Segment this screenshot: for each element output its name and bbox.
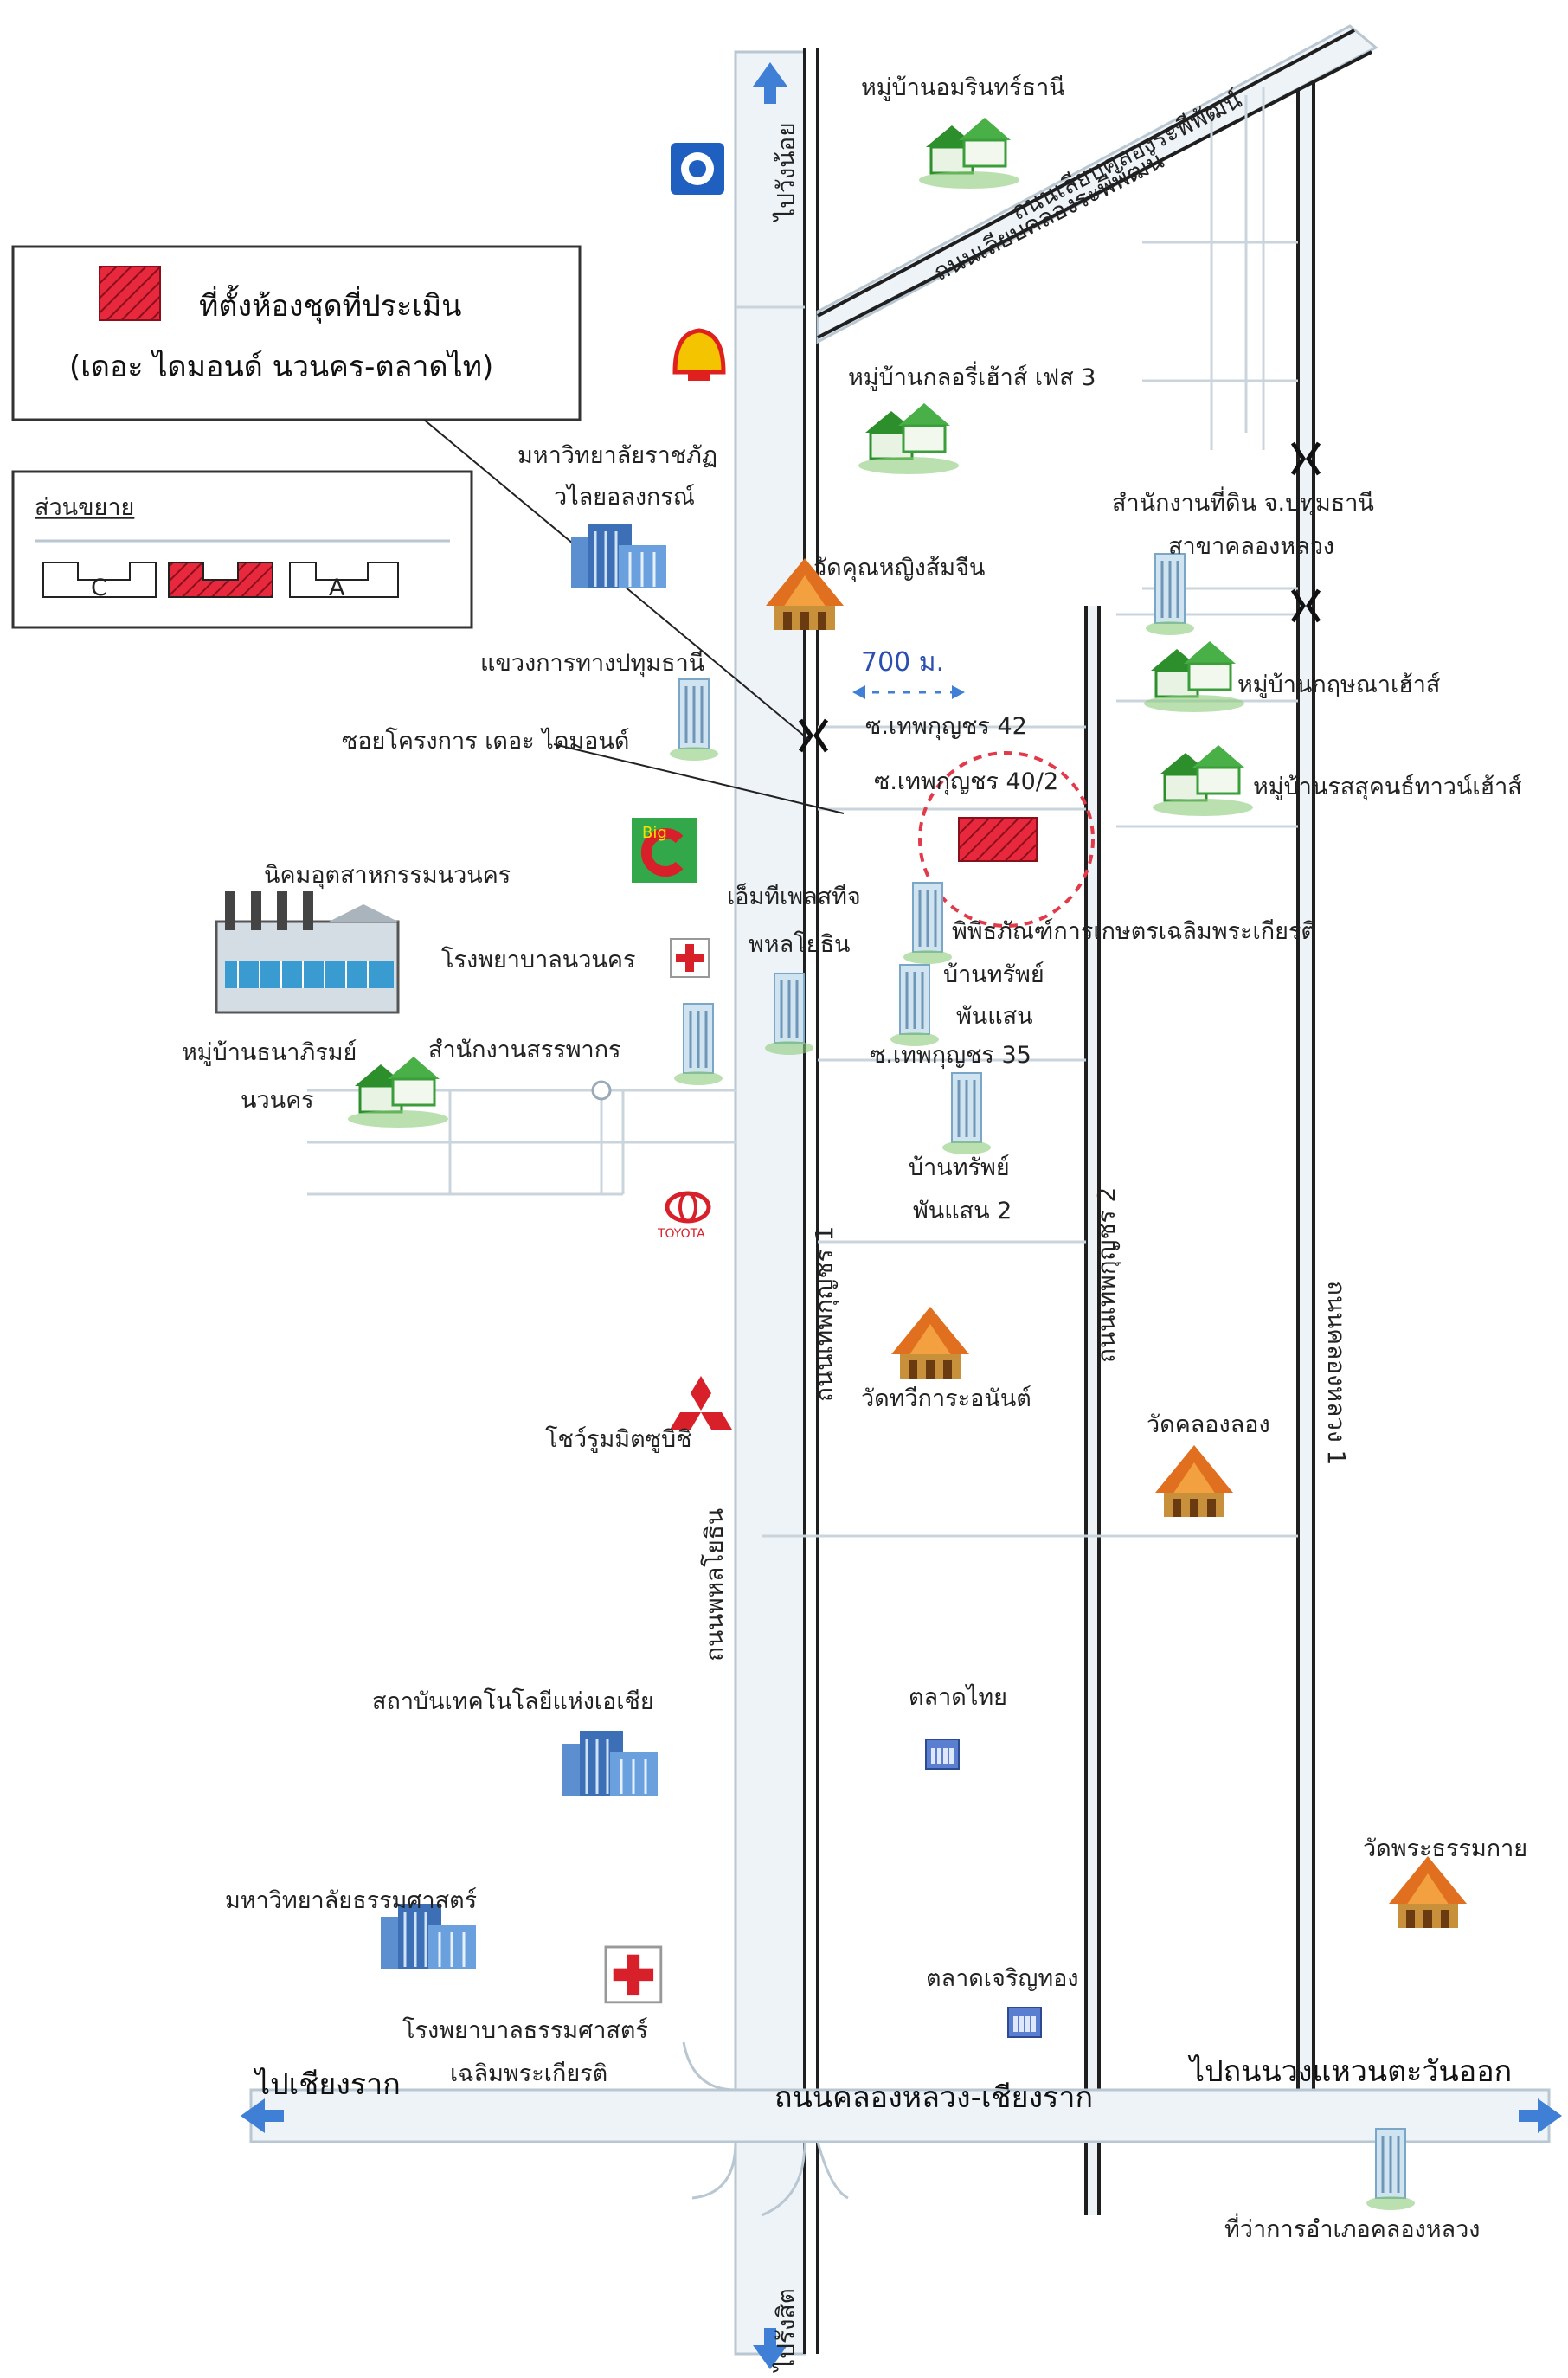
- direction-arrows: [241, 62, 1562, 2369]
- legend-box: ที่ตั้งห้องชุดที่ประเมิน (เดอะ ไดมอนด์ น…: [11, 245, 582, 421]
- temple-icon: [891, 1307, 969, 1379]
- office-tower-icon: [1144, 552, 1196, 637]
- to-wang-noi-label: ไปวังน้อย: [772, 122, 800, 222]
- thep-kunchorn-2-label: ถนนเทพกุญชร 2: [1092, 1187, 1121, 1363]
- label-mitsubishi: โชว์รูมมิตซูบิชิ: [545, 1425, 691, 1453]
- to-ring-road-label: ไปถนนวงแหวนตะวันออก: [1187, 2054, 1512, 2089]
- extension-title: ส่วนขยาย: [35, 494, 134, 521]
- site-marker: [958, 817, 1038, 862]
- site-legend-swatch: [99, 266, 161, 321]
- office-tower-icon: [668, 678, 720, 762]
- site-radius-ring: [918, 751, 1095, 928]
- legend-site-label: ที่ตั้งห้องชุดที่ประเมิน: [199, 285, 461, 324]
- khlong-luang-chiang-rak-label: ถนนคลองหลวง-เชียงราก: [774, 2080, 1093, 2115]
- toyota-logo-icon: TOYOTA: [657, 1191, 711, 1241]
- soi-40-2-label: ซ.เทพกุญชร 40/2: [874, 768, 1058, 796]
- factory-icon: [215, 891, 400, 1014]
- label-amarin: หมู่บ้านอมรินทร์ธานี: [861, 74, 1065, 101]
- house-cluster-icon: [1142, 639, 1246, 714]
- label-baan-sap2-1: บ้านทรัพย์: [909, 1154, 1010, 1181]
- label-valaya-2: วไลยอลงกรณ์: [554, 483, 695, 511]
- label-wat-khun-ying: วัดคุณหญิงส้มจีน: [813, 555, 985, 582]
- label-baan-sap-1: บ้านทรัพย์: [943, 961, 1044, 988]
- khlong-luang-1-label: ถนนคลองหลวง 1: [1322, 1281, 1351, 1465]
- block-a-outline: [289, 562, 399, 598]
- phahonyothin-road-label: ถนนพหลโยธิน: [700, 1508, 729, 1661]
- market-icon: [1007, 2007, 1042, 2038]
- label-glory-house: หมู่บ้านกลอรี่เฮ้าส์ เฟส 3: [848, 361, 1096, 391]
- label-valaya-1: มหาวิทยาลัยราชภัฏ: [517, 442, 717, 469]
- office-tower-icon: [889, 963, 941, 1048]
- to-chiang-rak-label: ไปเชียงราก: [253, 2067, 401, 2102]
- label-land-office-1: สำนักงานที่ดิน จ.ปทุมธานี: [1112, 486, 1374, 517]
- office-tower-icon: [672, 1002, 724, 1087]
- label-tu-hospital-1: โรงพยาบาลธรรมศาสตร์: [402, 2016, 648, 2044]
- label-baan-sap-2: พันแสน: [956, 1003, 1033, 1030]
- label-navanakorn-hospital: โรงพยาบาลนวนคร: [441, 947, 635, 974]
- road-network: [249, 24, 1551, 2356]
- office-tower-icon: [941, 1071, 993, 1156]
- label-ait: สถาบันเทคโนโลยีแห่งเอเชีย: [372, 1688, 654, 1715]
- market-icon: [925, 1739, 960, 1770]
- house-cluster-icon: [346, 1055, 450, 1129]
- label-mt-place-1: เอ็มทีเพลสทีจ: [727, 881, 861, 910]
- mitsubishi-logo-icon: [670, 1376, 732, 1430]
- bigc-logo-icon: Big: [632, 818, 697, 883]
- label-rossukhon: หมู่บ้านรสสุคนธ์ทาวน์เฮ้าส์: [1253, 773, 1522, 801]
- label-wat-tri: วัดทวีการะอนันต์: [861, 1385, 1031, 1412]
- label-district-office: ที่ว่าการอำเภอคลองหลวง: [1224, 2213, 1480, 2243]
- label-highway-office: แขวงการทางปทุมธานี: [480, 650, 704, 678]
- label-nava-nakorn: นิคมอุตสาหกรรมนวนคร: [264, 862, 511, 890]
- distance-label: 700 ม.: [861, 647, 944, 678]
- label-tu-hospital-2: เฉลิมพระเกียรติ: [450, 2060, 607, 2087]
- legend-site-name: (เดอะ ไดมอนด์ นวนคร-ตลาดไท): [69, 350, 493, 384]
- label-talad-thai: ตลาดไทย: [909, 1684, 1007, 1711]
- label-thanarom-2: นวนคร: [241, 1087, 314, 1114]
- soi-35-label: ซ.เทพกุญชร 35: [870, 1042, 1031, 1070]
- label-baan-sap2-2: พันแสน 2: [913, 1198, 1012, 1224]
- label-kritsana-house: หมู่บ้านกฤษณาเฮ้าส์: [1237, 671, 1440, 698]
- block-c-label: C: [91, 575, 107, 601]
- house-cluster-icon: [1151, 743, 1255, 818]
- shell-logo-icon: [672, 328, 726, 381]
- toyota-logo-text: TOYOTA: [657, 1227, 705, 1241]
- project-soi-label: ซอยโครงการ เดอะ ไดมอนด์: [342, 727, 629, 755]
- label-thammasat: มหาวิทยาลัยธรรมศาสตร์: [225, 1886, 477, 1914]
- label-revenue-office: สำนักงานสรรพากร: [428, 1037, 621, 1064]
- house-cluster-icon: [917, 116, 1021, 190]
- building-icon: [561, 1729, 659, 1797]
- temple-icon: [1155, 1445, 1233, 1517]
- temple-icon: [1389, 1856, 1467, 1928]
- extension-box: ส่วนขยาย C A: [11, 470, 473, 629]
- label-wat-phra-dhammakaya: วัดพระธรรมกาย: [1363, 1835, 1527, 1862]
- svg-text:Big: Big: [642, 824, 667, 842]
- office-tower-icon: [902, 881, 954, 966]
- soi-42-label: ซ.เทพกุญชร 42: [865, 713, 1027, 741]
- block-a-label: A: [329, 575, 345, 601]
- ptt-logo-icon: [671, 143, 724, 195]
- label-thanarom-1: หมู่บ้านธนาภิรมย์: [182, 1038, 357, 1066]
- hospital-icon: [670, 938, 710, 978]
- house-cluster-icon: [857, 402, 961, 476]
- block-c-outline: [42, 562, 157, 598]
- label-land-office-2: สาขาคลองหลวง: [1168, 533, 1334, 560]
- project-soi-pointer: [553, 743, 845, 814]
- label-wat-khlong: วัดคลองลอง: [1147, 1411, 1270, 1438]
- to-rangsit-label: ไปรังสิต: [772, 2288, 800, 2373]
- label-talad-charoen: ตลาดเจริญทอง: [926, 1965, 1079, 1992]
- label-mt-place-2: พหลโยธิน: [749, 931, 850, 958]
- label-museum: พิพิธภัณฑ์การเกษตรเฉลิมพระเกียรติ: [952, 917, 1316, 945]
- thep-kunchorn-1-label: ถนนเทพกุญชร 1: [810, 1226, 839, 1402]
- building-icon: [569, 522, 668, 590]
- block-b-site: [168, 562, 273, 598]
- hospital-icon: [604, 1945, 663, 2004]
